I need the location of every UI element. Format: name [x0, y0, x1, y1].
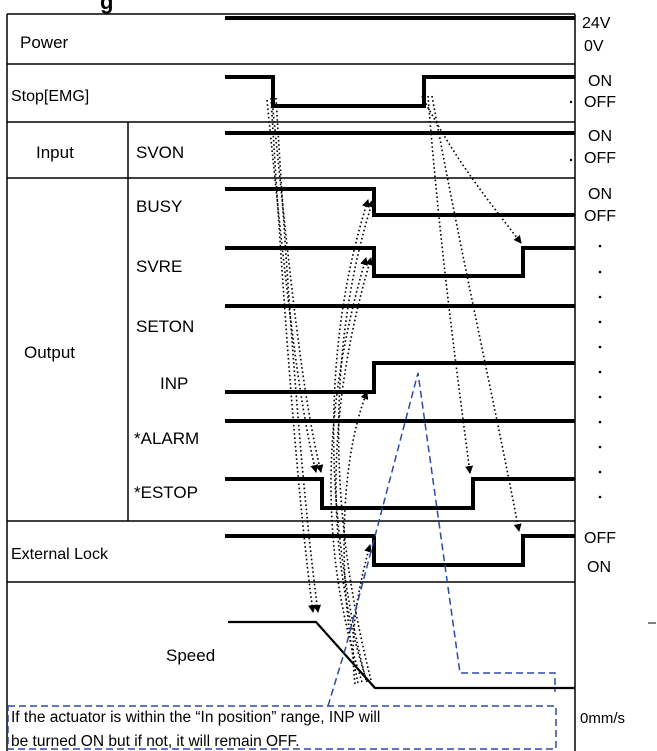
signal-label-seton: SETON [136, 317, 194, 336]
timing-waveforms [225, 16, 575, 567]
note-line-2: be turned ON but if not, it will remain … [11, 733, 300, 750]
row-label-stop: Stop[EMG] [11, 88, 89, 105]
signal-label-inp: INP [160, 374, 188, 393]
level-power-low: 0V [584, 38, 604, 55]
waveform-estop [225, 477, 575, 510]
level-power-high: 24V [582, 15, 611, 32]
signal-label-busy: BUSY [136, 197, 182, 216]
level-stop-off: OFF [584, 94, 616, 111]
signal-label-svre: SVRE [136, 257, 182, 276]
level-stop-on: ON [588, 73, 612, 90]
level-lock-on: ON [587, 559, 611, 576]
waveform-svre [225, 246, 575, 278]
level-svon-on: ON [588, 128, 612, 145]
arrow-stop-to-lock-end [431, 95, 522, 532]
in-position-range-curve [327, 372, 556, 707]
waveform-inp [225, 361, 575, 394]
signal-label-alarm: *ALARM [134, 429, 199, 448]
arrow-speed-to-busy-b [337, 199, 375, 681]
row-label-output: Output [24, 343, 75, 362]
level-lock-off: OFF [584, 530, 616, 547]
row-label-input: Input [36, 143, 74, 162]
arrow-stop-to-estop-b [271, 99, 324, 473]
row-label-external-lock: External Lock [11, 546, 109, 563]
waveform-busy [225, 187, 575, 217]
level-busy-off: OFF [584, 208, 616, 225]
note-line-1: If the actuator is within the “In positi… [11, 709, 380, 726]
arrow-stop-to-estop-a [266, 99, 319, 473]
level-speed-zero: 0mm/s [580, 710, 625, 727]
arrow-speed-to-busy-a [332, 199, 370, 681]
waveform-speed [228, 620, 575, 690]
waveform-stop [225, 75, 575, 108]
level-svon-off: OFF [584, 150, 616, 167]
table-grid [6, 13, 576, 751]
row-label-speed: Speed [166, 646, 215, 665]
signal-label-svon: SVON [136, 143, 184, 162]
arrow-stop-to-estop-end [427, 95, 474, 474]
arrow-speed-to-inp [343, 391, 369, 684]
row-label-power: Power [20, 33, 69, 52]
waveform-external-lock [225, 534, 575, 567]
note-box [7, 705, 557, 750]
signal-label-estop: *ESTOP [134, 483, 198, 502]
timing-arrows [266, 95, 522, 685]
level-busy-on: ON [588, 186, 612, 203]
arrow-stop-to-speed-b [275, 97, 322, 613]
level-continuation-dots [569, 100, 602, 499]
arrow-stop-to-speed-a [270, 97, 317, 613]
arrow-speed-to-lock [352, 544, 373, 685]
title-fragment: g [100, 0, 113, 14]
